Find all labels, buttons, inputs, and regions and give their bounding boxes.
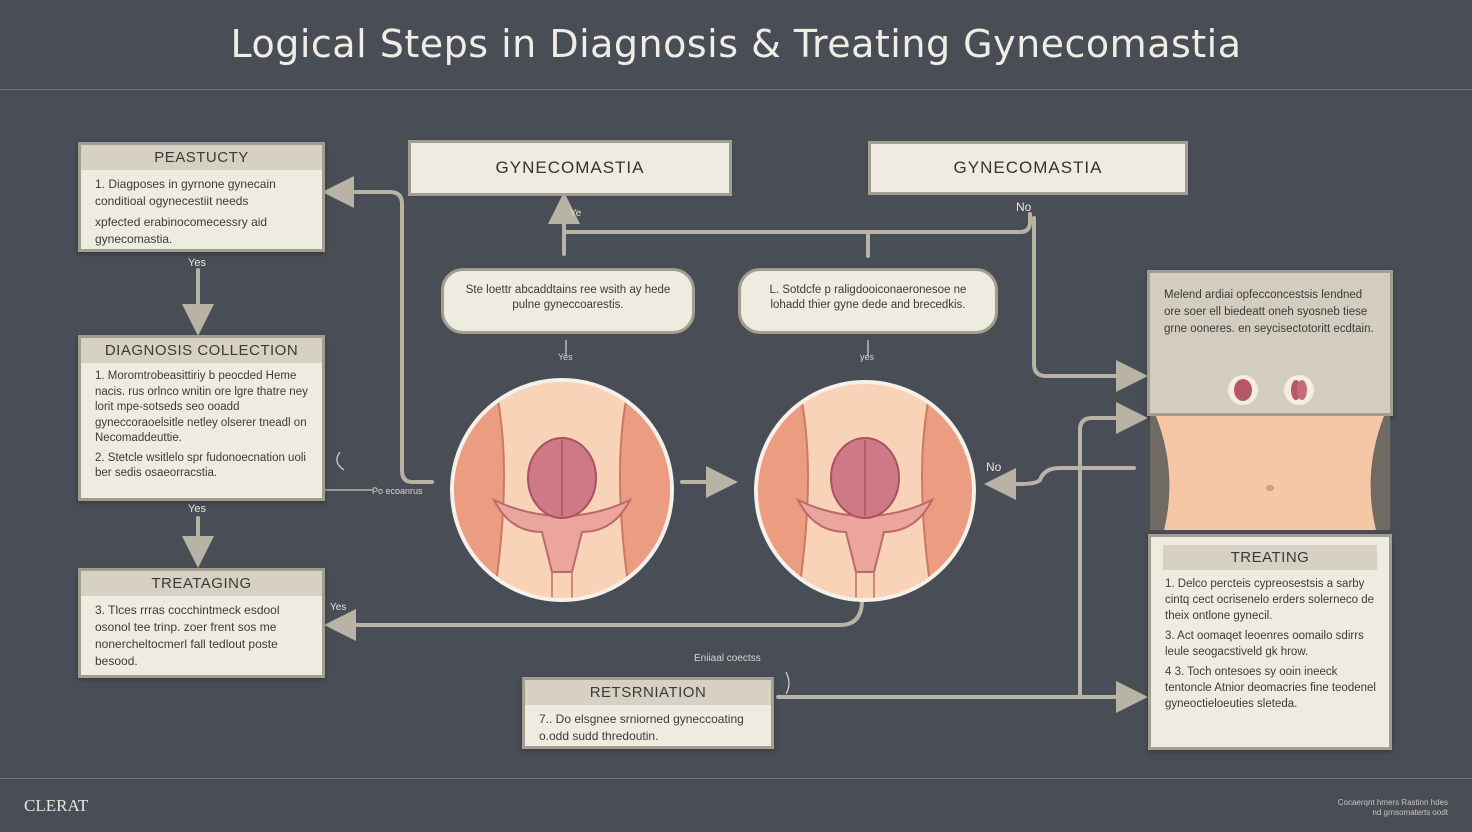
- restoration-line-1: 7.. Do elsgnee srniorned gyneccoating o.…: [539, 712, 744, 743]
- connector-top-bar: [562, 212, 1032, 256]
- assessment-title: PEASTUCTY: [81, 145, 322, 170]
- yes-label-top: Ye: [570, 208, 582, 219]
- restoration-title: RETSRNIATION: [525, 680, 771, 705]
- assessment-box: PEASTUCTY 1. Diagposes in gyrnone gyneca…: [78, 142, 325, 252]
- diagnosis-title: DIAGNOSIS COLLECTION: [81, 338, 322, 363]
- diagnosis-line-1: 1. Moromtrobeasittiriy b peocded Heme na…: [95, 370, 308, 444]
- treating-body: 1. Delco percteis cypreosestsis a sarby …: [1151, 570, 1389, 722]
- restoration-body: 7.. Do elsgnee srniorned gyneccoating o.…: [525, 705, 771, 755]
- assessment-body: 1. Diagposes in gyrnone gynecain conditi…: [81, 170, 322, 258]
- tiny-label-right: yes: [860, 352, 875, 362]
- assessment-line-2: xpfected erabinocomecessry aid gynecomas…: [95, 215, 268, 246]
- treating-title: TREATING: [1163, 545, 1377, 570]
- assessment-line-1: 1. Diagposes in gyrnone gynecain conditi…: [95, 177, 276, 208]
- anatomy-illustration-left: [450, 378, 674, 602]
- side-note: Po ecoanrus: [372, 486, 423, 496]
- no-label-top: No: [1016, 200, 1032, 214]
- treating-line-2: 3. Act oomaqet leoenres oomailo sdirrs l…: [1165, 630, 1364, 658]
- connector-no-right: [1032, 216, 1148, 392]
- tiny-label-left: Yes: [558, 352, 573, 362]
- torso-illustration: [1150, 416, 1390, 530]
- pill-right: L. Sotdcfe p raligdooiconaeronesoe ne lo…: [738, 268, 998, 334]
- diagnosis-body: 1. Moromtrobeasittiriy b peocded Heme na…: [81, 363, 322, 492]
- connector-circle-right: [984, 466, 1136, 500]
- treatment-plan-line-1: 3. Tlces rrras cocchintmeck esdool osono…: [95, 603, 280, 668]
- connector-circle-loop: [322, 176, 434, 484]
- yes-label-2: Yes: [188, 503, 206, 515]
- diagnosis-box: DIAGNOSIS COLLECTION 1. Moromtrobeasitti…: [78, 335, 325, 501]
- treating-line-1: 1. Delco percteis cypreosestsis a sarby …: [1165, 578, 1375, 622]
- yes-label-right: Yes: [330, 602, 347, 613]
- anatomy-illustration-right: [754, 380, 976, 602]
- treatment-plan-box: TREATAGING 3. Tlces rrras cocchintmeck e…: [78, 568, 325, 678]
- header-divider: [0, 89, 1472, 90]
- tissue-icon-left: [1228, 375, 1258, 405]
- footer-divider: [0, 778, 1472, 779]
- diagnosis-line-2: 2. Stetcle wsitlelo spr fudonoecnation u…: [95, 451, 306, 480]
- connector-circle-treat: [324, 598, 864, 641]
- yes-label-1: Yes: [188, 257, 206, 269]
- footer-note: Cocaerqnt hmers Rastinn hdes nd grnsomat…: [1337, 798, 1448, 817]
- treatment-plan-body: 3. Tlces rrras cocchintmeck esdool osono…: [81, 596, 322, 680]
- tissue-icon-right: [1284, 375, 1314, 405]
- tiny-marker-4: [785, 671, 790, 695]
- treatment-plan-title: TREATAGING: [81, 571, 322, 596]
- evaluation-text: Melend ardiai opfecconcestsis lendned or…: [1164, 289, 1374, 335]
- evaluation-box: Melend ardiai opfecconcestsis lendned or…: [1147, 270, 1393, 416]
- center-small-label: Eniiaal coectss: [694, 653, 761, 664]
- connector-bottom-up: [1078, 402, 1148, 699]
- treating-box: TREATING 1. Delco percteis cypreosestsis…: [1148, 534, 1392, 750]
- header-gynecomastia-right: GYNECOMASTIA: [868, 141, 1188, 195]
- treating-line-3: 4 3. Toch ontesoes sy ooin ineeck tenton…: [1165, 666, 1376, 710]
- pill-left: Ste loettr abcaddtains ree wsith ay hede…: [441, 268, 695, 334]
- page-title: Logical Steps in Diagnosis & Treating Gy…: [230, 22, 1242, 66]
- tiny-marker-3: [336, 451, 345, 471]
- restoration-box: RETSRNIATION 7.. Do elsgnee srniorned gy…: [522, 677, 774, 749]
- header-gynecomastia-left: GYNECOMASTIA: [408, 140, 732, 196]
- brand-logo: CLERAT: [24, 796, 89, 815]
- no-label-right: No: [986, 460, 1002, 474]
